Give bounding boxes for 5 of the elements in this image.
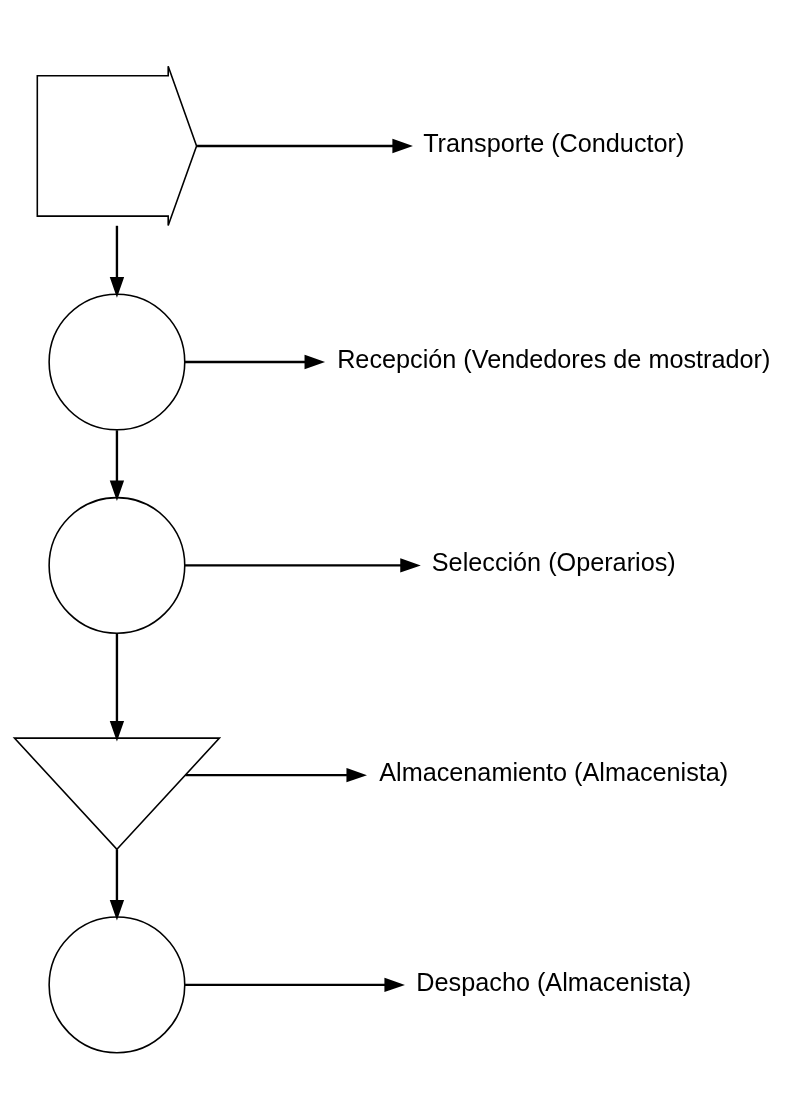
- node-text: Selección (Operarios): [431, 548, 676, 577]
- node-text: Recepción (Vendedores de mostrador): [337, 344, 771, 373]
- node-text: Almacenamiento (Almacenista): [379, 758, 729, 787]
- node-text: Transporte (Conductor): [423, 128, 685, 157]
- node-text: Despacho (Almacenista): [416, 967, 692, 996]
